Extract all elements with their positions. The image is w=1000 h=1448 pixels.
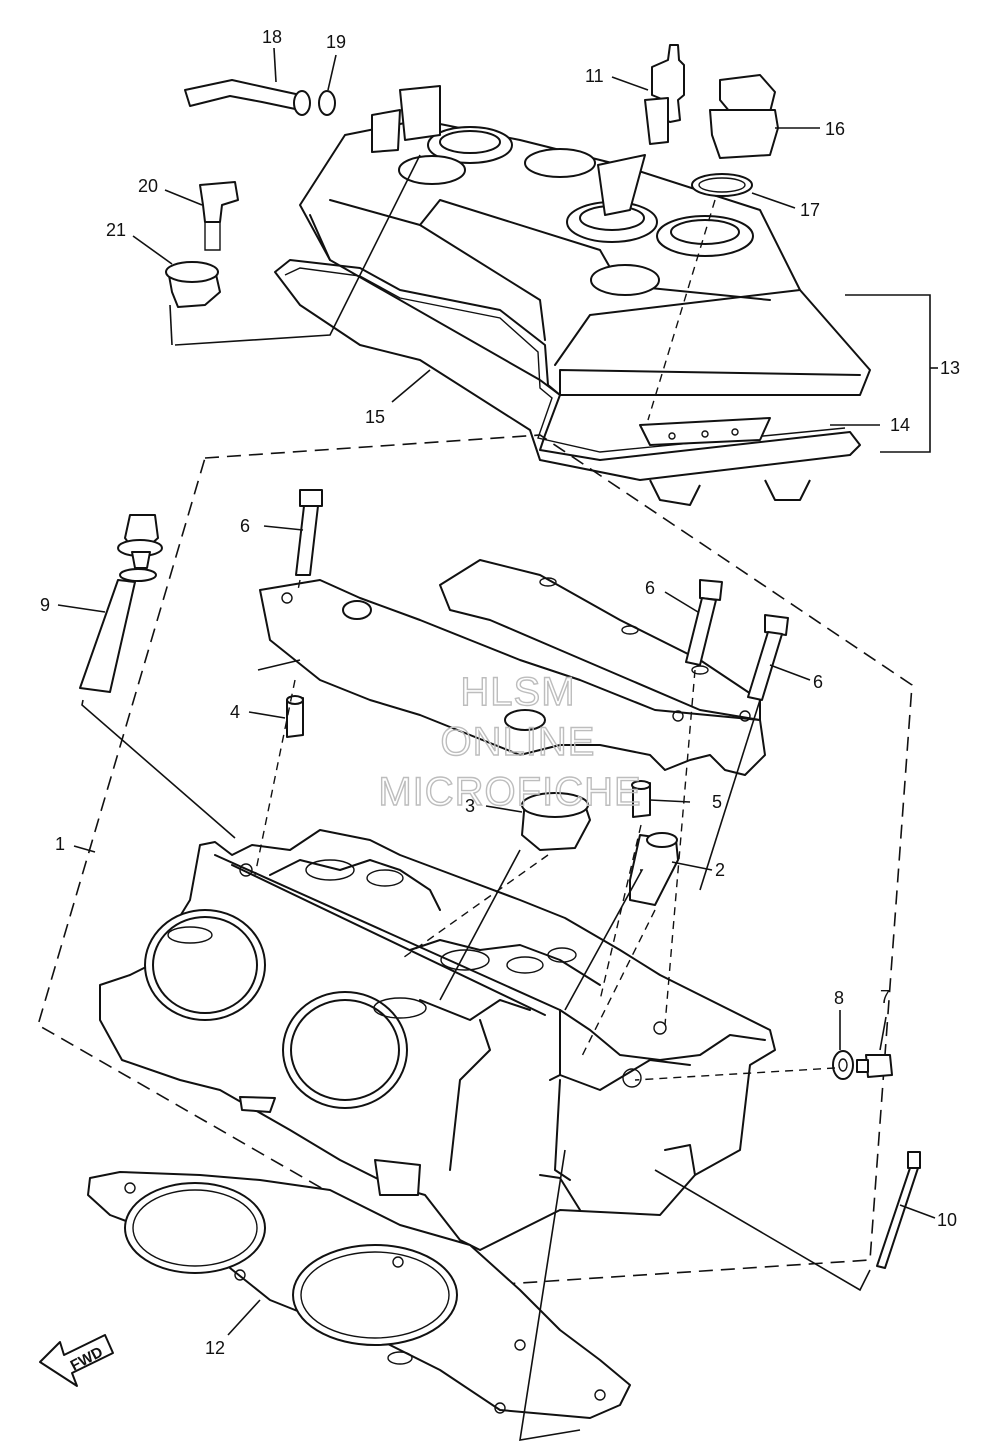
callout-16: 16 [775,119,845,139]
o-ring-17 [691,173,753,197]
bolt-6b [685,579,723,666]
callout-label-15: 15 [365,407,385,427]
callout-1: 1 [55,834,96,854]
callout-label-13: 13 [940,358,960,378]
forward-arrow-icon: FWD [39,1334,114,1387]
bolt-7 [856,1054,893,1078]
callout-label-12: 12 [205,1338,225,1358]
callout-label-11: 11 [585,66,604,86]
callout-label-3: 3 [465,796,475,816]
callout-label-21: 21 [106,220,126,240]
bolt-9 [79,514,163,693]
dowel-pin-4 [286,695,304,738]
leader-lines [81,154,931,1441]
callout-label-4: 4 [230,702,240,722]
washer-8 [832,1050,854,1080]
callout-6a: 6 [240,516,304,536]
callout-label-1: 1 [55,834,65,854]
callout-9: 9 [40,595,106,615]
bolt-10 [876,1151,921,1269]
callout-14: 14 [830,415,910,435]
callout-3: 3 [465,796,523,816]
callout-label-16: 16 [825,119,845,139]
callout-7: 7 [879,987,890,1051]
spark-plug [644,44,685,145]
watermark-line-1: HLSM [460,670,575,714]
callout-label-6a: 6 [240,516,250,536]
head-cover-gasket [274,259,861,481]
bolt-6a [295,489,323,576]
callout-5: 5 [649,792,722,812]
callout-6b: 6 [645,578,699,613]
hose-clamp [318,90,336,116]
callout-20: 20 [138,176,203,206]
watermark-line-3: MICROFICHE [378,770,641,814]
callout-12: 12 [205,1299,261,1358]
grommet-21 [165,261,221,308]
plug-3 [521,792,591,851]
callout-17: 17 [751,192,820,220]
callout-10: 10 [899,1204,957,1230]
watermark-line-2: ONLINE [441,720,596,764]
cylinder-head-cover [299,85,871,506]
watermark: HLSM ONLINE MICROFICHE [378,669,642,814]
camshaft-holder [259,559,766,776]
callout-label-5: 5 [712,792,722,812]
callout-18: 18 [262,27,282,83]
callout-15: 15 [365,369,431,427]
callout-19: 19 [326,32,346,91]
callout-8: 8 [834,988,844,1050]
callout-label-20: 20 [138,176,158,196]
bolt-20 [199,181,239,251]
oil-filler-cap [709,74,779,159]
callout-11: 11 [585,66,649,91]
callout-13: 13 [930,358,960,378]
callout-21: 21 [106,220,173,265]
callout-2: 2 [671,860,725,880]
callout-6c: 6 [769,664,823,692]
assembly-outline [37,434,913,1286]
callout-label-7: 7 [880,987,890,1007]
callout-label-17: 17 [800,200,820,220]
callout-label-19: 19 [326,32,346,52]
callout-label-10: 10 [937,1210,957,1230]
callout-label-6b: 6 [645,578,655,598]
reference-lines [254,199,836,1081]
cylinder-head [99,829,776,1251]
dowel-pin-5 [631,780,651,818]
callout-label-14: 14 [890,415,910,435]
breather-hose [184,79,311,116]
callout-label-9: 9 [40,595,50,615]
callout-label-8: 8 [834,988,844,1008]
callout-label-2: 2 [715,860,725,880]
bolt-6c [747,614,789,701]
cylinder-head-gasket [87,1171,631,1419]
callout-label-6c: 6 [813,672,823,692]
callout-label-18: 18 [262,27,282,47]
stud-2 [629,832,679,906]
callout-4: 4 [230,702,286,722]
